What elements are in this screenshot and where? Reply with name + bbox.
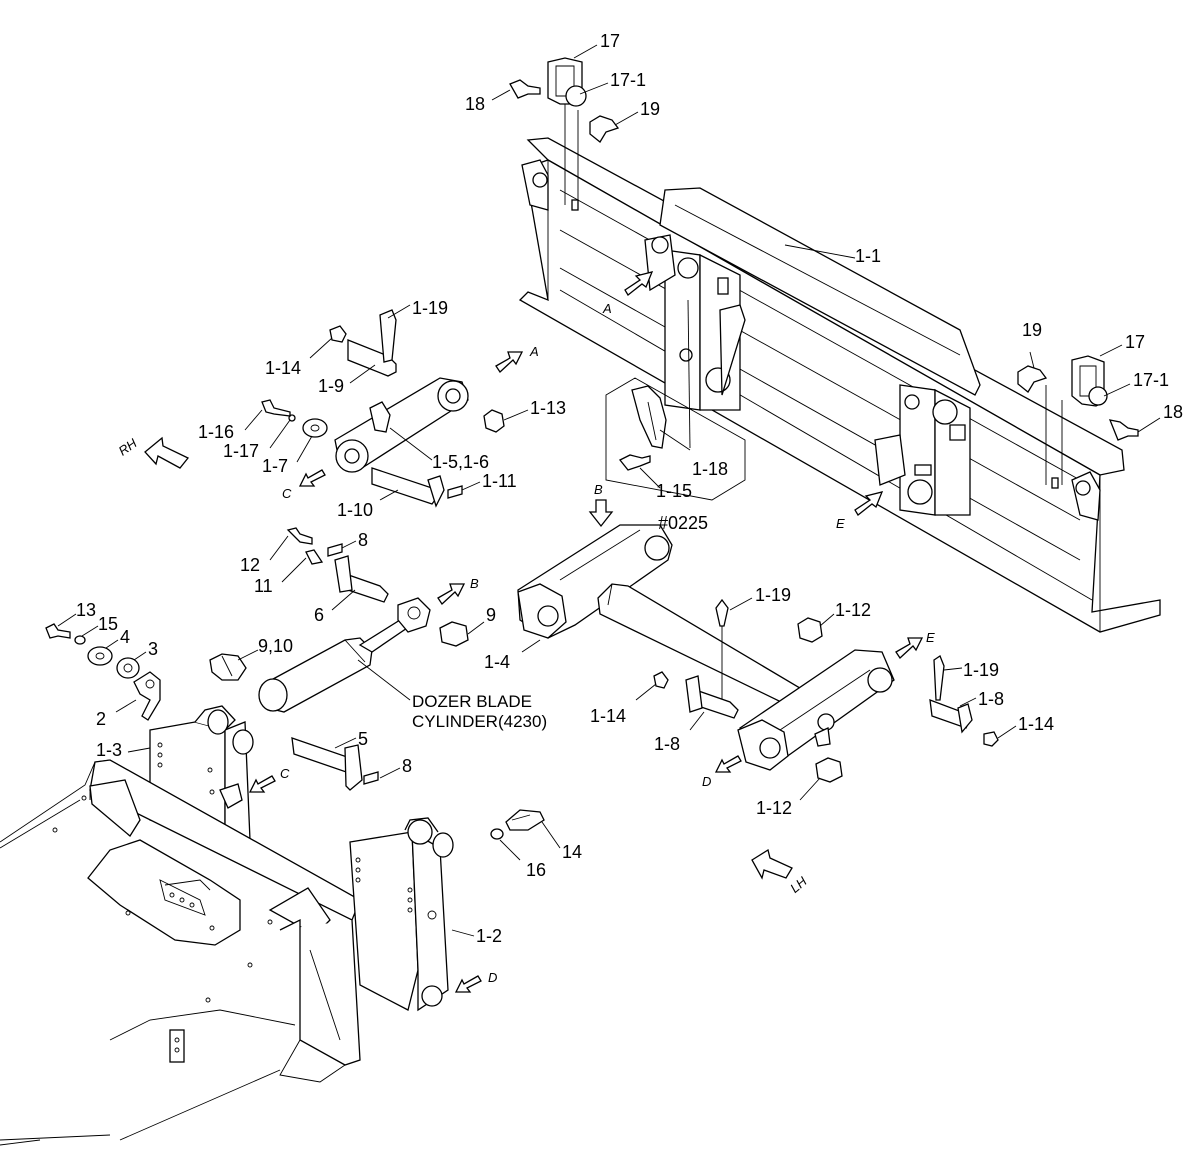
part-label-1-3: 1-3 <box>96 740 122 760</box>
direction-arrow-lh: LH <box>751 848 810 896</box>
direction-label-b-frame: B <box>470 576 479 591</box>
direction-arrow-d-bracket: D <box>454 970 497 993</box>
lower-frame-1-4 <box>517 524 895 771</box>
part-label-1-8-mid: 1-8 <box>654 734 680 754</box>
part-label-8-bottom: 8 <box>402 756 412 776</box>
direction-label-lh: LH <box>787 873 810 896</box>
part-label-1-19-top: 1-19 <box>412 298 448 318</box>
direction-arrow-rh: RH <box>116 435 190 469</box>
cylinder-label-line2: CYLINDER(4230) <box>412 712 547 731</box>
part-label-1-19-right: 1-19 <box>963 660 999 680</box>
part-label-1-14-mid: 1-14 <box>590 706 626 726</box>
upper-arm-link <box>261 309 505 508</box>
direction-label-c-arm: C <box>282 486 292 501</box>
direction-label-c-bracket: C <box>280 766 290 781</box>
part-label-1-11: 1-11 <box>482 471 517 491</box>
dozer-blade-body <box>518 137 1161 633</box>
mount-bracket-1-2 <box>349 809 545 1012</box>
direction-arrow-c-bracket: C <box>248 766 290 793</box>
part-label-9-10: 9,10 <box>258 636 293 656</box>
part-label-17-1-right: 17-1 <box>1133 370 1169 390</box>
part-label-17-1-top: 17-1 <box>610 70 646 90</box>
direction-label-e-frame: E <box>926 630 935 645</box>
direction-arrow-b-frame: B <box>437 576 479 605</box>
part-label-1-12-top: 1-12 <box>835 600 871 620</box>
part-label-1-5-1-6: 1-5,1-6 <box>432 452 489 472</box>
lock-hook-right <box>1017 355 1139 485</box>
part-label-5: 5 <box>358 729 368 749</box>
part-label-1-16: 1-16 <box>198 422 234 442</box>
direction-arrow-b-pin: B <box>588 482 614 528</box>
part-label-1-9: 1-9 <box>318 376 344 396</box>
leader-1-1 <box>784 244 856 259</box>
part-label-17-top: 17 <box>600 31 620 51</box>
part-label-12: 12 <box>240 555 260 575</box>
direction-label-a-blade: A <box>602 301 612 316</box>
part-label-1-12-bottom: 1-12 <box>756 798 792 818</box>
part-label-1-15: 1-15 <box>656 481 692 501</box>
small-hardware-left <box>45 623 161 721</box>
part-label-13: 13 <box>76 600 96 620</box>
direction-arrow-d-frame: D <box>702 755 742 789</box>
direction-label-rh: RH <box>116 435 140 458</box>
part-label-3: 3 <box>148 639 158 659</box>
direction-arrow-a-blade: A <box>602 271 654 316</box>
part-label-1-1: 1-1 <box>855 246 881 266</box>
direction-label-b-pin: B <box>594 482 603 497</box>
part-label-1-13: 1-13 <box>530 398 566 418</box>
part-label-4: 4 <box>120 627 130 647</box>
lower-frame-pins <box>653 598 999 783</box>
direction-arrow-c-arm: C <box>282 469 326 501</box>
direction-arrow-e-blade: E <box>836 491 884 531</box>
part-label-1-4: 1-4 <box>484 652 510 672</box>
direction-label-d-frame: D <box>702 774 711 789</box>
serial-number-label: #0225 <box>658 513 708 533</box>
direction-label-d-bracket: D <box>488 970 497 985</box>
part-label-1-14-right: 1-14 <box>1018 714 1054 734</box>
part-label-17-right: 17 <box>1125 332 1145 352</box>
part-label-1-2: 1-2 <box>476 926 502 946</box>
part-label-19-top: 19 <box>640 99 660 119</box>
part-label-9: 9 <box>486 605 496 625</box>
part-label-18-top: 18 <box>465 94 485 114</box>
part-label-19-right: 19 <box>1022 320 1042 340</box>
part-label-15: 15 <box>98 614 118 634</box>
part-label-1-7: 1-7 <box>262 456 288 476</box>
part-label-16: 16 <box>526 860 546 880</box>
mount-bracket-1-3 <box>149 705 379 841</box>
part-label-6: 6 <box>314 605 324 625</box>
part-label-1-17: 1-17 <box>223 441 259 461</box>
part-label-1-10: 1-10 <box>337 500 373 520</box>
part-label-1-18: 1-18 <box>692 459 728 479</box>
lock-hook-left <box>509 57 620 205</box>
part-label-11: 11 <box>254 576 273 596</box>
direction-label-a-arm: A <box>529 344 539 359</box>
part-label-14: 14 <box>562 842 582 862</box>
detail-inset <box>605 299 746 501</box>
direction-arrow-a-arm: A <box>495 344 539 373</box>
part-label-8-top: 8 <box>358 530 368 550</box>
direction-arrow-e-frame: E <box>895 630 935 659</box>
part-label-1-19-mid: 1-19 <box>755 585 791 605</box>
part-label-1-14-top: 1-14 <box>265 358 301 378</box>
part-label-18-right: 18 <box>1163 402 1183 422</box>
cylinder-label-line1: DOZER BLADE <box>412 692 532 711</box>
direction-label-e-blade: E <box>836 516 845 531</box>
part-label-1-8-right: 1-8 <box>978 689 1004 709</box>
dozer-blade-cylinder <box>209 527 469 713</box>
part-label-2: 2 <box>96 709 106 729</box>
machine-frame <box>0 759 361 1146</box>
